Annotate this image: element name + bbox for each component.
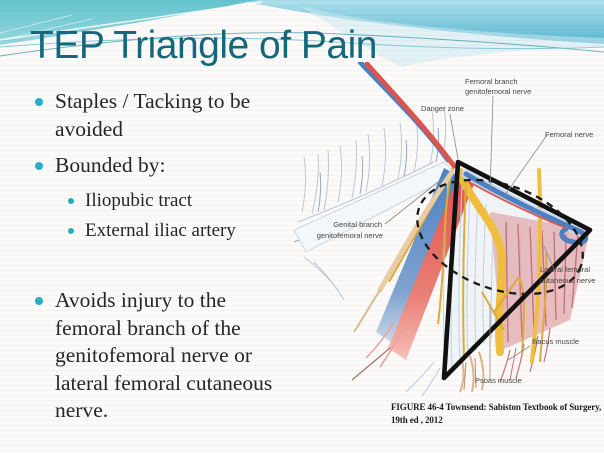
label-danger-zone: Danger zone <box>421 104 464 113</box>
bullet-dot-icon <box>35 297 43 306</box>
figure-caption-line1: FIGURE 46-4 Townsend: Sabiston Textbook … <box>391 402 602 412</box>
label-femoral-branch-line1: Femoral branch <box>465 77 518 86</box>
bullet-dot-icon <box>35 98 43 106</box>
label-genital-branch-line2: genitofemoral nerve <box>317 231 383 240</box>
bullet-avoids-injury: Avoids injury to the femoral branch of t… <box>35 287 297 425</box>
bullet-external-iliac-artery: External iliac artery <box>68 219 297 243</box>
label-lateral-femoral-line1: Lateral femoral <box>540 265 590 274</box>
figure-caption: FIGURE 46-4 Townsend: Sabiston Textbook … <box>391 401 601 427</box>
figure-caption-line2: 19th ed , 2012 <box>391 415 443 426</box>
bullet-text: Avoids injury to the femoral branch of t… <box>55 288 273 423</box>
bullet-dot-icon <box>68 228 74 235</box>
bullet-text: Bounded by: <box>55 153 166 178</box>
label-iliacus-muscle: Iliacus muscle <box>532 337 579 346</box>
bullet-dot-icon <box>68 197 74 204</box>
bullet-text: External iliac artery <box>85 220 236 242</box>
danger-zone-ellipse <box>416 178 584 296</box>
psoas-muscle-fringe <box>405 351 485 397</box>
bullet-staples: Staples / Tacking to be avoided <box>35 88 297 143</box>
label-femoral-nerve: Femoral nerve <box>545 130 593 139</box>
bullet-list: Staples / Tacking to be avoided Bounded … <box>35 88 297 434</box>
apex-vessel-pair <box>357 62 457 169</box>
label-genital-branch-line1: Genital branch <box>333 220 382 229</box>
bullet-dot-icon <box>35 162 43 171</box>
header-wave-art <box>0 0 604 67</box>
triangle-of-pain-diagram: Femoral branch genitofemoral nerve Dange… <box>294 62 595 397</box>
triangle-of-pain-outline <box>441 159 593 381</box>
label-femoral-branch-line2: genitofemoral nerve <box>465 87 531 96</box>
bullet-iliopubic-tract: Iliopubic tract <box>68 189 297 213</box>
external-iliac-vein <box>376 168 458 344</box>
bullet-text: Staples / Tacking to be avoided <box>55 89 251 141</box>
slide-title: TEP Triangle of Pain <box>30 24 377 67</box>
bullet-text: Iliopubic tract <box>85 189 193 211</box>
label-psoas-muscle: Psoas muscle <box>475 376 522 385</box>
label-lateral-femoral-line2: cutaneous nerve <box>540 276 595 285</box>
leader-lines <box>384 95 555 380</box>
bullet-bounded-by: Bounded by: <box>35 152 297 180</box>
